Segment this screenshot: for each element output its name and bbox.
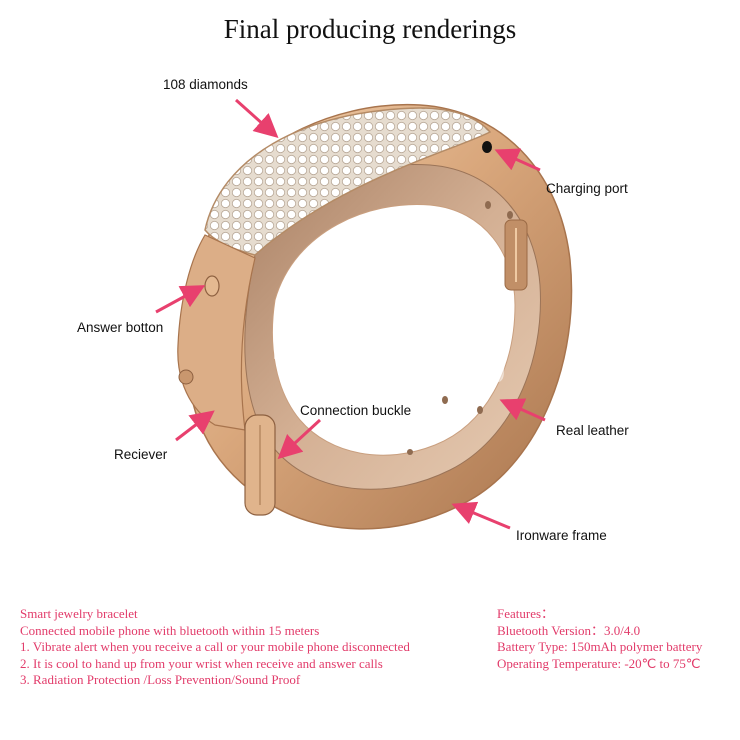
label-answer-button: Answer botton [77, 320, 164, 335]
features-line: Battery Type: 150mAh polymer battery [497, 639, 703, 654]
label-ironware-frame: Ironware frame [516, 528, 607, 543]
description-line: 1. Vibrate alert when you receive a call… [20, 639, 410, 654]
label-diamonds: 108 diamonds [163, 77, 248, 92]
features-heading: Features： [497, 606, 555, 621]
arrow-receiver [175, 410, 215, 442]
features-block: Features： Bluetooth Version：3.0/4.0 Batt… [497, 606, 737, 672]
arrow-real-leather [499, 398, 546, 422]
arrow-charging-port [494, 148, 541, 172]
label-charging-port: Charging port [546, 181, 628, 196]
label-connection-buckle: Connection buckle [300, 403, 412, 418]
receiver-icon [178, 369, 194, 385]
answer-button [204, 275, 220, 297]
description-line: 2. It is cool to hand up from your wrist… [20, 655, 383, 671]
arrow-ironware-frame [451, 501, 511, 530]
arrow-connection-buckle [277, 418, 322, 460]
description-line: Connected mobile phone with bluetooth wi… [20, 622, 320, 638]
features-line: Operating Temperature: -20℃ to 75℃ [497, 655, 701, 671]
label-receiver: Reciever [114, 447, 168, 462]
bracelet-opening [271, 203, 516, 456]
charging-port [482, 141, 492, 153]
callout-arrows [155, 98, 546, 530]
page-title: Final producing renderings [223, 14, 517, 44]
leather-rivets [407, 201, 513, 455]
features-line: Bluetooth Version：3.0/4.0 [497, 622, 641, 638]
description-heading: Smart jewelry bracelet [20, 606, 138, 621]
label-real-leather: Real leather [556, 423, 629, 438]
description-block: Smart jewelry bracelet Connected mobile … [20, 606, 480, 689]
arrow-answer-button [155, 285, 206, 314]
diamond-panel [204, 107, 492, 256]
description-line: 3. Radiation Protection /Loss Prevention… [20, 672, 301, 687]
arrow-diamonds [234, 98, 279, 139]
